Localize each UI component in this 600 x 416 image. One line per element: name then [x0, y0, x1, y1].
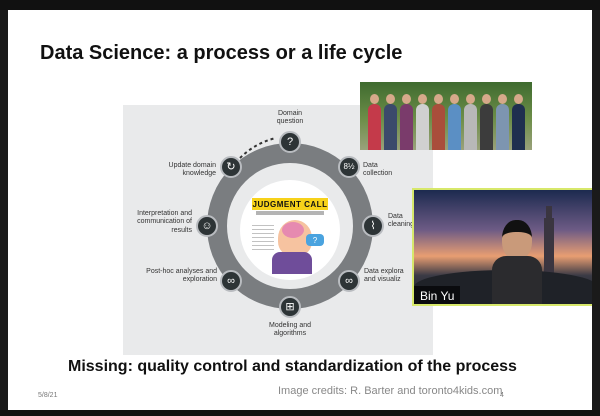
judgment-call-illustration: JUDGMENT CALL ?	[240, 180, 340, 280]
node-label-data-exploration: Data explora and visualiz	[364, 268, 404, 284]
dashed-arc	[239, 137, 277, 159]
top-bar	[0, 0, 600, 10]
image-credits: Image credits: R. Barter and toronto4kid…	[278, 385, 503, 397]
node-label-data-collection: Data collection	[363, 162, 393, 178]
question-bubble: ?	[306, 234, 324, 246]
person	[448, 94, 461, 150]
judgment-call-subtitle-bar	[256, 211, 324, 215]
page-number: 4	[500, 392, 504, 399]
person	[416, 94, 429, 150]
slide-subtitle: Missing: quality control and standardiza…	[68, 358, 517, 375]
person	[512, 94, 525, 150]
node-label-modeling: Modeling and algorithms	[268, 322, 312, 338]
team-photo	[360, 82, 532, 150]
person	[368, 94, 381, 150]
judgment-call-text-block	[252, 222, 274, 252]
node-label-post-hoc: Post-hoc analyses and exploration	[146, 268, 217, 284]
slide-title: Data Science: a process or a life cycle	[40, 42, 403, 64]
binoculars-icon: ∞	[338, 270, 360, 292]
speaker-head	[502, 220, 532, 260]
body-illustration	[272, 252, 312, 274]
speaker-video-tile[interactable]: Bin Yu	[412, 188, 592, 306]
person	[432, 94, 445, 150]
person	[480, 94, 493, 150]
brain-illustration	[282, 222, 304, 238]
binoculars-icon: ∞	[220, 270, 242, 292]
presentation-slide: Data Science: a process or a life cycle …	[8, 10, 592, 410]
speaker-body	[492, 256, 542, 304]
person	[384, 94, 397, 150]
speaker	[492, 220, 542, 304]
node-label-domain-question: Domain question	[276, 110, 304, 126]
judgment-call-banner: JUDGMENT CALL	[252, 198, 328, 210]
person	[464, 94, 477, 150]
refresh-icon: ↻	[220, 156, 242, 178]
bottom-bar	[0, 410, 600, 416]
head-gears-icon: ☺	[196, 215, 218, 237]
person	[496, 94, 509, 150]
broom-icon: ⌇	[362, 215, 384, 237]
slide-date: 5/8/21	[38, 392, 58, 399]
speaker-name-tag: Bin Yu	[414, 286, 461, 304]
node-label-interpretation: Interpretation and communication of resu…	[137, 210, 192, 234]
node-label-update-domain: Update domain knowledge	[168, 162, 216, 178]
numbers-icon: 8½	[338, 156, 360, 178]
question-icon: ?	[279, 131, 301, 153]
person	[400, 94, 413, 150]
clock-tower	[544, 206, 554, 278]
flowchart-icon: ⊞	[279, 296, 301, 318]
node-label-data-cleaning: Data cleaning	[388, 213, 415, 229]
